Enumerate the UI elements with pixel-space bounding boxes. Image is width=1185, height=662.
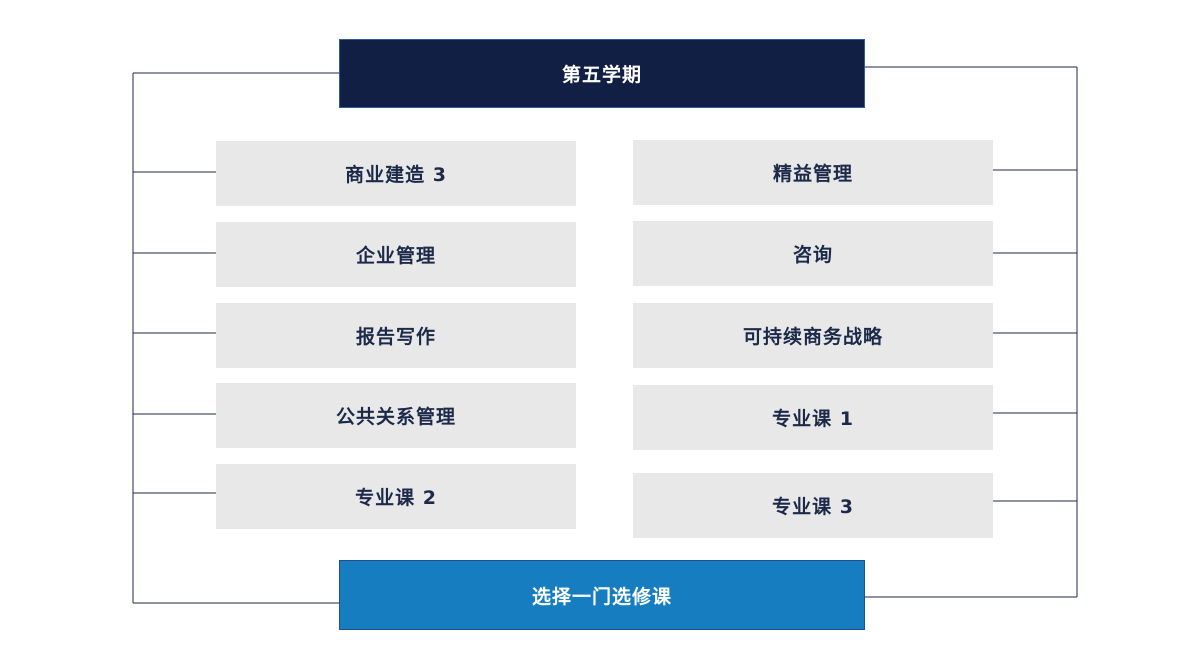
semester-header: 第五学期 xyxy=(339,39,865,108)
course-box-left-2: 企业管理 xyxy=(216,222,576,287)
course-box-right-3: 可持续商务战略 xyxy=(633,303,993,368)
elective-footer: 选择一门选修课 xyxy=(339,560,865,630)
course-box-right-5: 专业课 3 xyxy=(633,473,993,538)
course-box-left-4: 公共关系管理 xyxy=(216,383,576,448)
course-box-left-5: 专业课 2 xyxy=(216,464,576,529)
course-box-left-1: 商业建造 3 xyxy=(216,141,576,206)
course-box-right-2: 咨询 xyxy=(633,221,993,286)
course-box-right-1: 精益管理 xyxy=(633,140,993,205)
course-box-left-3: 报告写作 xyxy=(216,303,576,368)
course-box-right-4: 专业课 1 xyxy=(633,385,993,450)
